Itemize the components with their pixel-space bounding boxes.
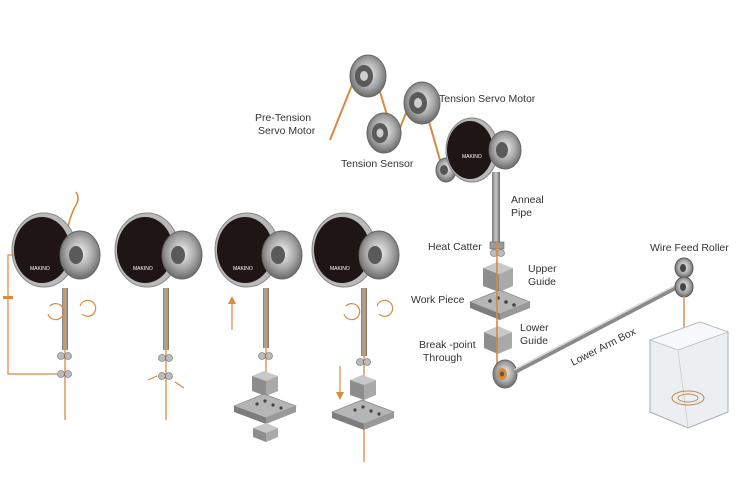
lower-arm-box [512,280,686,375]
tension-sensor-roller-2 [403,81,441,125]
label-through: Through [423,352,462,364]
lower-arm-roller [492,359,518,389]
label-tension-servo-motor: Tension Servo Motor [439,93,536,105]
lower-guide [484,326,512,354]
stage-3-lift: MAKINO [214,212,303,442]
stage-2-cutting: MAKINO [114,212,203,420]
stage-1-threading: MAKINO [3,191,101,420]
stage-4-pass: MAKINO [311,212,400,462]
label-upper-guide: Guide [528,276,556,288]
brand-label: MAKINO [462,154,482,160]
label-tension-sensor: Tension Sensor [341,158,414,170]
brand-label: MAKINO [233,266,253,272]
label-pre-tension: Pre-Tension [255,112,311,124]
label-break-point: Break -point [419,339,476,351]
label-pipe: Pipe [511,207,532,219]
tension-sensor-roller-1 [366,112,402,154]
brand-label: MAKINO [330,266,350,272]
label-work-piece: Work Piece [411,294,465,306]
stage-1-servo-motor: MAKINO [11,212,101,288]
stage-2-servo-motor: MAKINO [114,212,203,288]
upper-guide [483,262,513,292]
machining-head [469,241,686,389]
stage-4-servo-motor: MAKINO [311,212,400,288]
brand-label: MAKINO [133,266,153,272]
label-lower: Lower [520,322,549,334]
label-lower-guide: Guide [520,335,548,347]
label-heat-catter: Heat Catter [428,241,482,253]
tension-servo-motor: MAKINO [445,117,522,183]
brand-label: MAKINO [30,266,50,272]
label-anneal: Anneal [511,194,544,206]
label-wire-feed-roller: Wire Feed Roller [650,242,729,254]
stage-3-servo-motor: MAKINO [214,212,303,288]
tension-system: MAKINO [329,54,522,242]
wire-collection [648,257,730,429]
label-upper: Upper [528,263,557,275]
anneal-pipe [492,172,500,242]
wire-feed-roller [674,257,694,298]
wire-bucket [648,321,730,429]
work-piece [469,289,531,320]
label-lower-arm-box: Lower Arm Box [569,325,639,368]
label-servo-motor: Servo Motor [258,125,316,137]
pre-tension-roller [349,54,387,98]
